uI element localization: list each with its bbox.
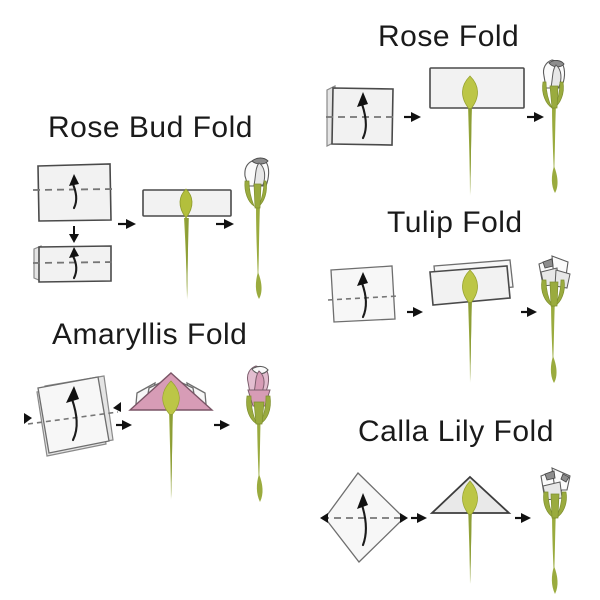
rose-fold-step3-flower xyxy=(542,59,566,193)
rose-bud-step1-square xyxy=(32,163,117,222)
rose-fold-arrow-2 xyxy=(527,112,544,122)
diagram-tulip-fold xyxy=(327,255,571,383)
diagram-calla-lily-fold xyxy=(320,467,571,594)
rose-fold-step2-rect xyxy=(429,67,525,196)
amaryllis-step1-squares xyxy=(24,375,121,457)
calla-step2-triangle xyxy=(429,475,512,584)
rose-bud-arrow-2 xyxy=(216,219,234,229)
title-amaryllis-fold: Amaryllis Fold xyxy=(52,318,248,351)
calla-step3-flower xyxy=(540,467,571,594)
calla-step1-diamond xyxy=(320,472,408,563)
rose-bud-down-arrow xyxy=(69,226,79,243)
title-calla-lily-fold: Calla Lily Fold xyxy=(358,415,554,448)
rose-bud-arrow-1 xyxy=(118,219,136,229)
title-rose-fold: Rose Fold xyxy=(378,20,520,53)
rose-fold-step1-square xyxy=(326,85,398,147)
diagram-rose-fold xyxy=(326,59,566,196)
title-rose-bud-fold: Rose Bud Fold xyxy=(48,111,253,144)
calla-arrow-2 xyxy=(515,513,531,523)
tulip-step2-rects xyxy=(429,259,514,383)
amaryllis-arrow-1 xyxy=(116,420,132,430)
diagram-amaryllis-fold xyxy=(24,365,271,502)
amaryllis-step2-triangle xyxy=(128,372,214,500)
amaryllis-step3-flower xyxy=(246,365,271,502)
rose-bud-step4-flower xyxy=(244,157,270,299)
title-tulip-fold: Tulip Fold xyxy=(387,206,523,239)
tulip-step1-square xyxy=(327,265,399,323)
tulip-arrow-1 xyxy=(407,307,423,317)
tulip-arrow-2 xyxy=(521,307,537,317)
amaryllis-arrow-2 xyxy=(214,420,230,430)
diagram-rose-bud-fold xyxy=(32,157,270,300)
calla-arrow-1 xyxy=(411,513,427,523)
rose-fold-arrow-1 xyxy=(404,112,421,122)
tulip-step3-flower xyxy=(538,255,571,383)
rose-bud-step2-square xyxy=(32,245,117,283)
rose-bud-step3-band xyxy=(142,188,232,300)
